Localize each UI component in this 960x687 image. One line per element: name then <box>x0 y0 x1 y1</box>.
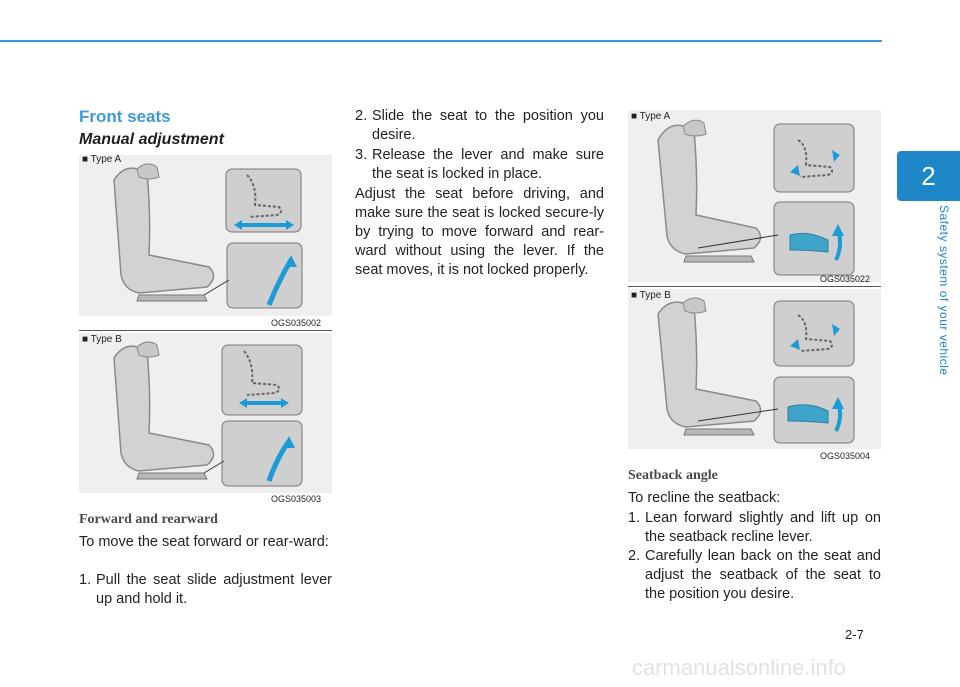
step-text: Carefully lean back on the seat and adju… <box>645 548 881 602</box>
step-text: Slide the seat to the position you desir… <box>372 108 604 143</box>
section-title: Front seats <box>79 107 171 126</box>
step-text: Release the lever and make sure the seat… <box>372 147 604 182</box>
watermark: carmanualsonline.info <box>632 655 847 680</box>
page-number: 2-7 <box>845 627 864 642</box>
step-number: 1. <box>628 510 641 526</box>
chapter-title: Safety system of your vehicle <box>937 205 951 376</box>
figure-divider <box>628 286 881 287</box>
figure-divider <box>79 330 332 331</box>
step-number: 2. <box>355 108 368 124</box>
figure-type-label: ■ Type B <box>631 290 671 301</box>
forward-rearward-note: Adjust the seat before driving, and make… <box>355 186 604 278</box>
figure-type-label: ■ Type A <box>82 154 122 165</box>
step-item: 2. Slide the seat to the position you de… <box>355 107 604 145</box>
seat-figure-type-a-slide <box>79 155 332 316</box>
forward-rearward-heading: Forward and rearward <box>79 512 218 527</box>
section-subtitle: Manual adjustment <box>79 131 224 148</box>
step-text: Pull the seat slide adjustment lever up … <box>96 572 332 607</box>
figure-code: OGS035002 <box>271 318 322 328</box>
seatback-angle-intro: To recline the seatback: <box>628 490 781 506</box>
forward-rearward-intro: To move the seat forward or rear-ward: <box>79 534 329 550</box>
step-item: 1. Lean forward slightly and lift up on … <box>628 509 881 547</box>
figure-code: OGS035003 <box>271 494 322 504</box>
seatback-angle-heading: Seatback angle <box>628 468 718 483</box>
seat-figure-type-b-slide <box>79 333 332 493</box>
figure-type-label: ■ Type A <box>631 111 671 122</box>
step-item: 2. Carefully lean back on the seat and a… <box>628 547 881 604</box>
seat-illustration <box>657 119 855 276</box>
step-number: 2. <box>628 548 641 564</box>
step-text: Lean forward slightly and lift up on the… <box>645 510 881 545</box>
figure-code: OGS035022 <box>820 274 871 284</box>
seat-illustration <box>113 341 303 487</box>
seat-illustration <box>657 297 855 444</box>
chapter-tab: 2 <box>897 151 960 201</box>
step-number: 3. <box>355 147 368 163</box>
seat-figure-type-a-recline <box>628 110 881 282</box>
seat-figure-type-b-recline <box>628 289 881 449</box>
step-item: 3. Release the lever and make sure the s… <box>355 146 604 184</box>
figure-code: OGS035004 <box>820 451 871 461</box>
figure-type-label: ■ Type B <box>82 334 122 345</box>
seat-illustration <box>113 163 303 309</box>
top-rule <box>0 40 882 42</box>
step-item: 1. Pull the seat slide adjustment lever … <box>79 571 332 609</box>
step-number: 1. <box>79 572 92 588</box>
